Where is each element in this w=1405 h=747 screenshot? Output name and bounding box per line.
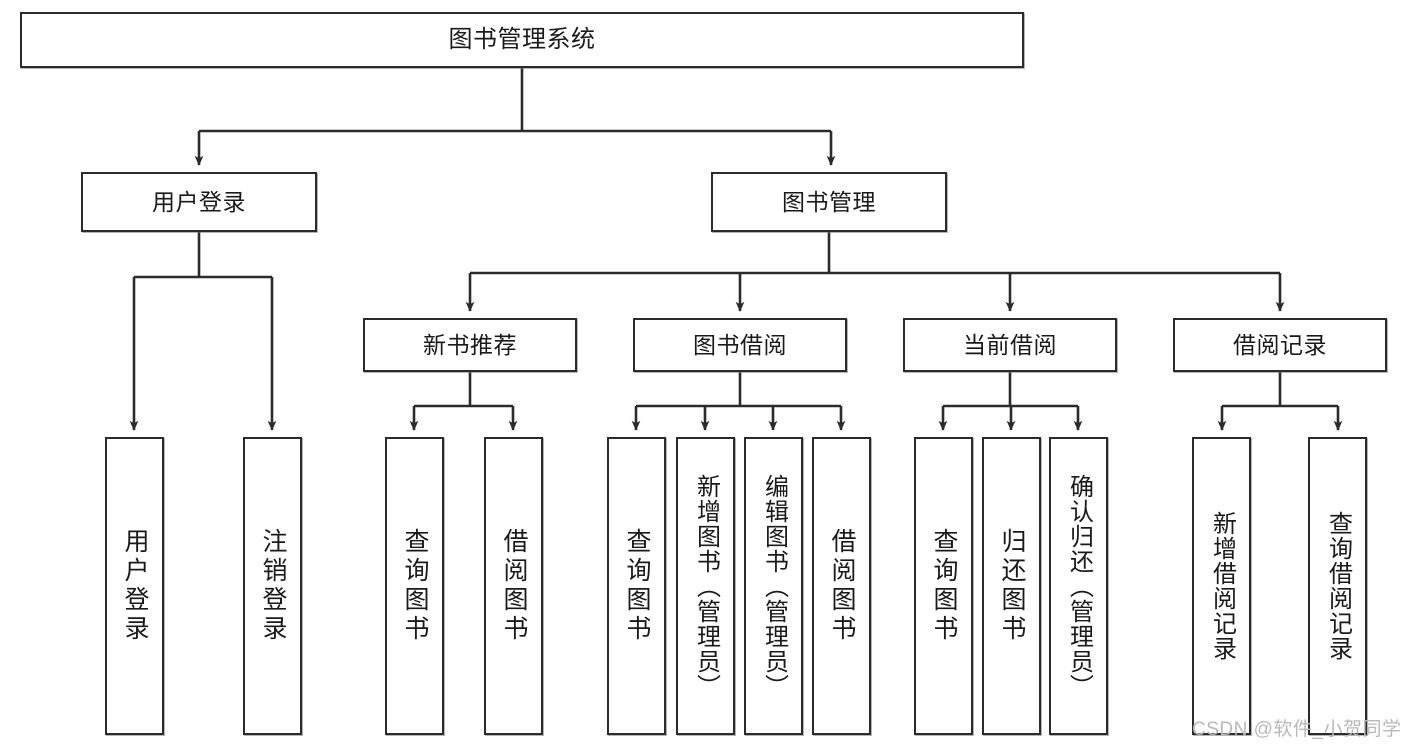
leaf-user-login-login[interactable]: 用户登录	[105, 437, 164, 735]
node-label: 借阅记录	[1233, 331, 1327, 358]
node-label: 借阅图书	[500, 528, 528, 644]
leaf-borrow-query-book[interactable]: 查询图书	[607, 437, 666, 735]
node-label: 新增图书（管理员）	[692, 473, 720, 699]
leaf-records-query-record[interactable]: 查询借阅记录	[1308, 437, 1367, 735]
node-label: 图书管理系统	[448, 26, 596, 54]
node-label: 图书管理	[782, 188, 876, 215]
node-label: 当前借阅	[963, 331, 1057, 358]
leaf-current-confirm-return-admin[interactable]: 确认归还（管理员）	[1049, 437, 1108, 735]
leaf-recommend-borrow-book[interactable]: 借阅图书	[484, 437, 543, 735]
node-label: 新书推荐	[423, 331, 517, 358]
leaf-user-login-logout[interactable]: 注销登录	[243, 437, 302, 735]
node-user-login[interactable]: 用户登录	[81, 172, 317, 232]
node-label: 查询图书	[623, 528, 651, 644]
node-label: 用户登录	[121, 528, 149, 644]
leaf-current-query-book[interactable]: 查询图书	[914, 437, 973, 735]
node-book-management[interactable]: 图书管理	[711, 172, 947, 232]
node-label: 借阅图书	[828, 528, 856, 644]
leaf-borrow-edit-book-admin[interactable]: 编辑图书（管理员）	[744, 437, 803, 735]
node-new-book-recommend[interactable]: 新书推荐	[363, 318, 577, 372]
node-label: 查询借阅记录	[1324, 511, 1352, 661]
leaf-current-return-book[interactable]: 归还图书	[982, 437, 1041, 735]
leaf-borrow-borrow-book[interactable]: 借阅图书	[812, 437, 871, 735]
node-current-borrow[interactable]: 当前借阅	[903, 318, 1117, 372]
node-label: 编辑图书（管理员）	[760, 473, 788, 699]
node-label: 确认归还（管理员）	[1065, 473, 1093, 699]
node-label: 图书借阅	[693, 331, 787, 358]
node-label: 注销登录	[259, 528, 287, 644]
node-label: 新增借阅记录	[1208, 511, 1236, 661]
node-borrow-records[interactable]: 借阅记录	[1173, 318, 1387, 372]
node-book-borrow[interactable]: 图书借阅	[633, 318, 847, 372]
leaf-records-add-record[interactable]: 新增借阅记录	[1192, 437, 1251, 735]
node-label: 查询图书	[401, 528, 429, 644]
node-label: 归还图书	[998, 528, 1026, 644]
node-label: 用户登录	[152, 188, 246, 215]
node-root-system[interactable]: 图书管理系统	[20, 12, 1024, 68]
node-label: 查询图书	[930, 528, 958, 644]
csdn-watermark: CSDN @软件_小贺同学	[1192, 719, 1402, 740]
leaf-borrow-add-book-admin[interactable]: 新增图书（管理员）	[676, 437, 735, 735]
leaf-recommend-query-book[interactable]: 查询图书	[385, 437, 444, 735]
